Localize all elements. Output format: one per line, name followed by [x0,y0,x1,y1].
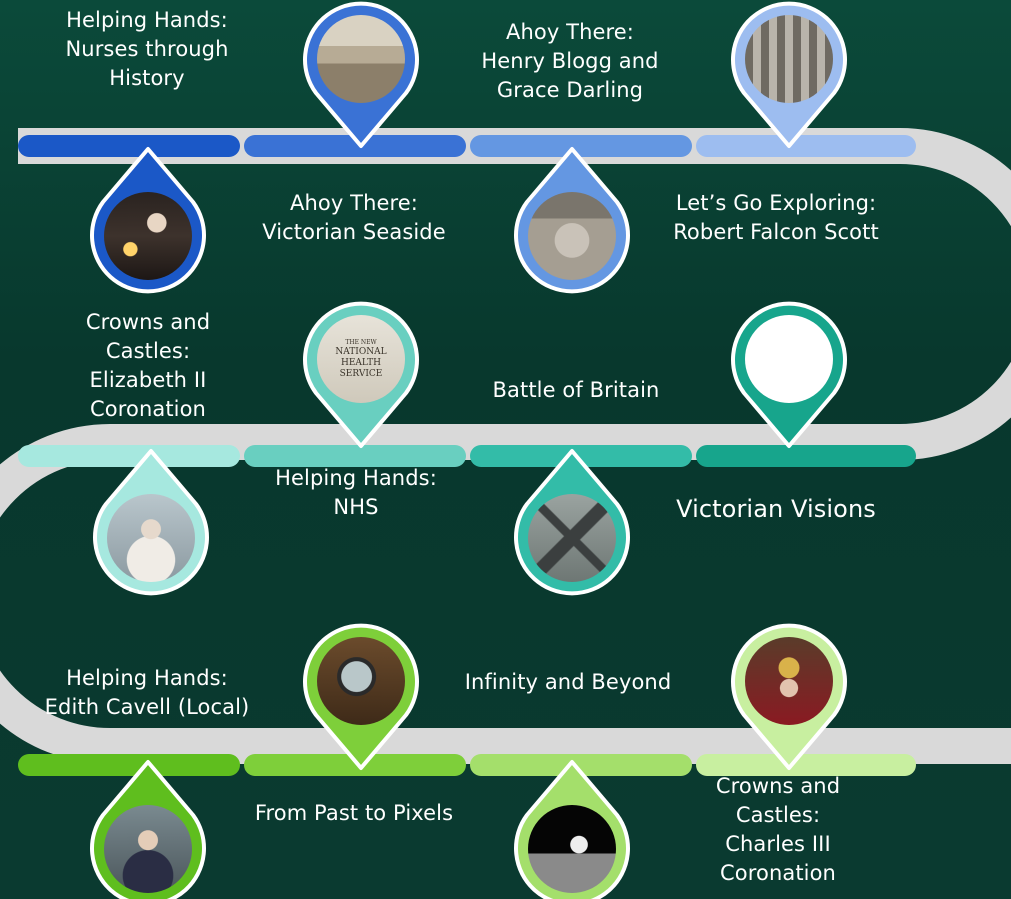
topic-label-victorian-seaside: Ahoy There: Victorian Seaside [262,191,446,244]
pin-battle-britain[interactable] [513,447,631,597]
track-segments [18,135,916,776]
pin-blogg-darling[interactable] [513,145,631,295]
henry-blogg-icon [528,192,616,280]
pin-scott[interactable] [730,0,848,150]
leaflet-text: SERVICE [339,369,383,379]
topic-label-victorian-visions: Victorian Visions [676,495,876,523]
leaflet-text: THE NEW [345,339,377,346]
topic-label-nhs: Helping Hands: NHS [275,466,437,519]
blank-circle-icon [745,315,833,403]
pin-infinity[interactable] [513,758,631,899]
track-segment [244,445,466,467]
track-segment [244,754,466,776]
spitfire-icon [528,494,616,582]
track-segment [18,135,240,157]
pin-victorian-seaside[interactable] [302,0,420,150]
track-segment [470,754,692,776]
track-segment [696,135,916,157]
pin-elizabeth[interactable] [92,447,210,597]
track-segment [696,754,916,776]
track-segment [470,445,692,467]
vintage-tv-icon [317,637,405,725]
pin-past-pixels[interactable] [302,622,420,772]
king-icon [745,637,833,725]
topic-label-edith-cavell: Helping Hands: Edith Cavell (Local) [44,666,250,719]
queen-icon [107,494,195,582]
topic-label-blogg-darling: Ahoy There: Henry Blogg and Grace Darlin… [481,20,659,102]
track-segment [18,754,240,776]
pin-edith-cavell[interactable] [89,758,207,899]
pin-charles[interactable] [730,622,848,772]
topic-label-infinity: Infinity and Beyond [464,670,672,694]
pin-victorian-visions[interactable] [730,300,848,450]
edith-cavell-icon [104,805,192,893]
seaside-icon [317,15,405,103]
pin-nurses[interactable] [89,145,207,295]
track-segment [244,135,466,157]
topic-label-elizabeth: Crowns and Castles: Elizabeth II Coronat… [85,310,211,421]
track-segment [470,135,692,157]
expedition-icon [745,15,833,103]
track-segment [696,445,916,467]
topic-label-battle-britain: Battle of Britain [492,378,660,402]
leaflet-text: HEALTH [340,358,381,368]
track-segment [18,445,240,467]
topic-label-charles: Crowns and Castles: Charles III Coronati… [715,774,841,885]
moon-landing-icon [528,805,616,893]
topic-label-past-pixels: From Past to Pixels [254,801,454,825]
leaflet-text: NATIONAL [335,347,387,357]
nurse-lamp-icon [104,192,192,280]
topic-label-nurses: Helping Hands: Nurses through History [65,8,229,90]
topic-label-scott: Let’s Go Exploring: Robert Falcon Scott [673,191,879,244]
